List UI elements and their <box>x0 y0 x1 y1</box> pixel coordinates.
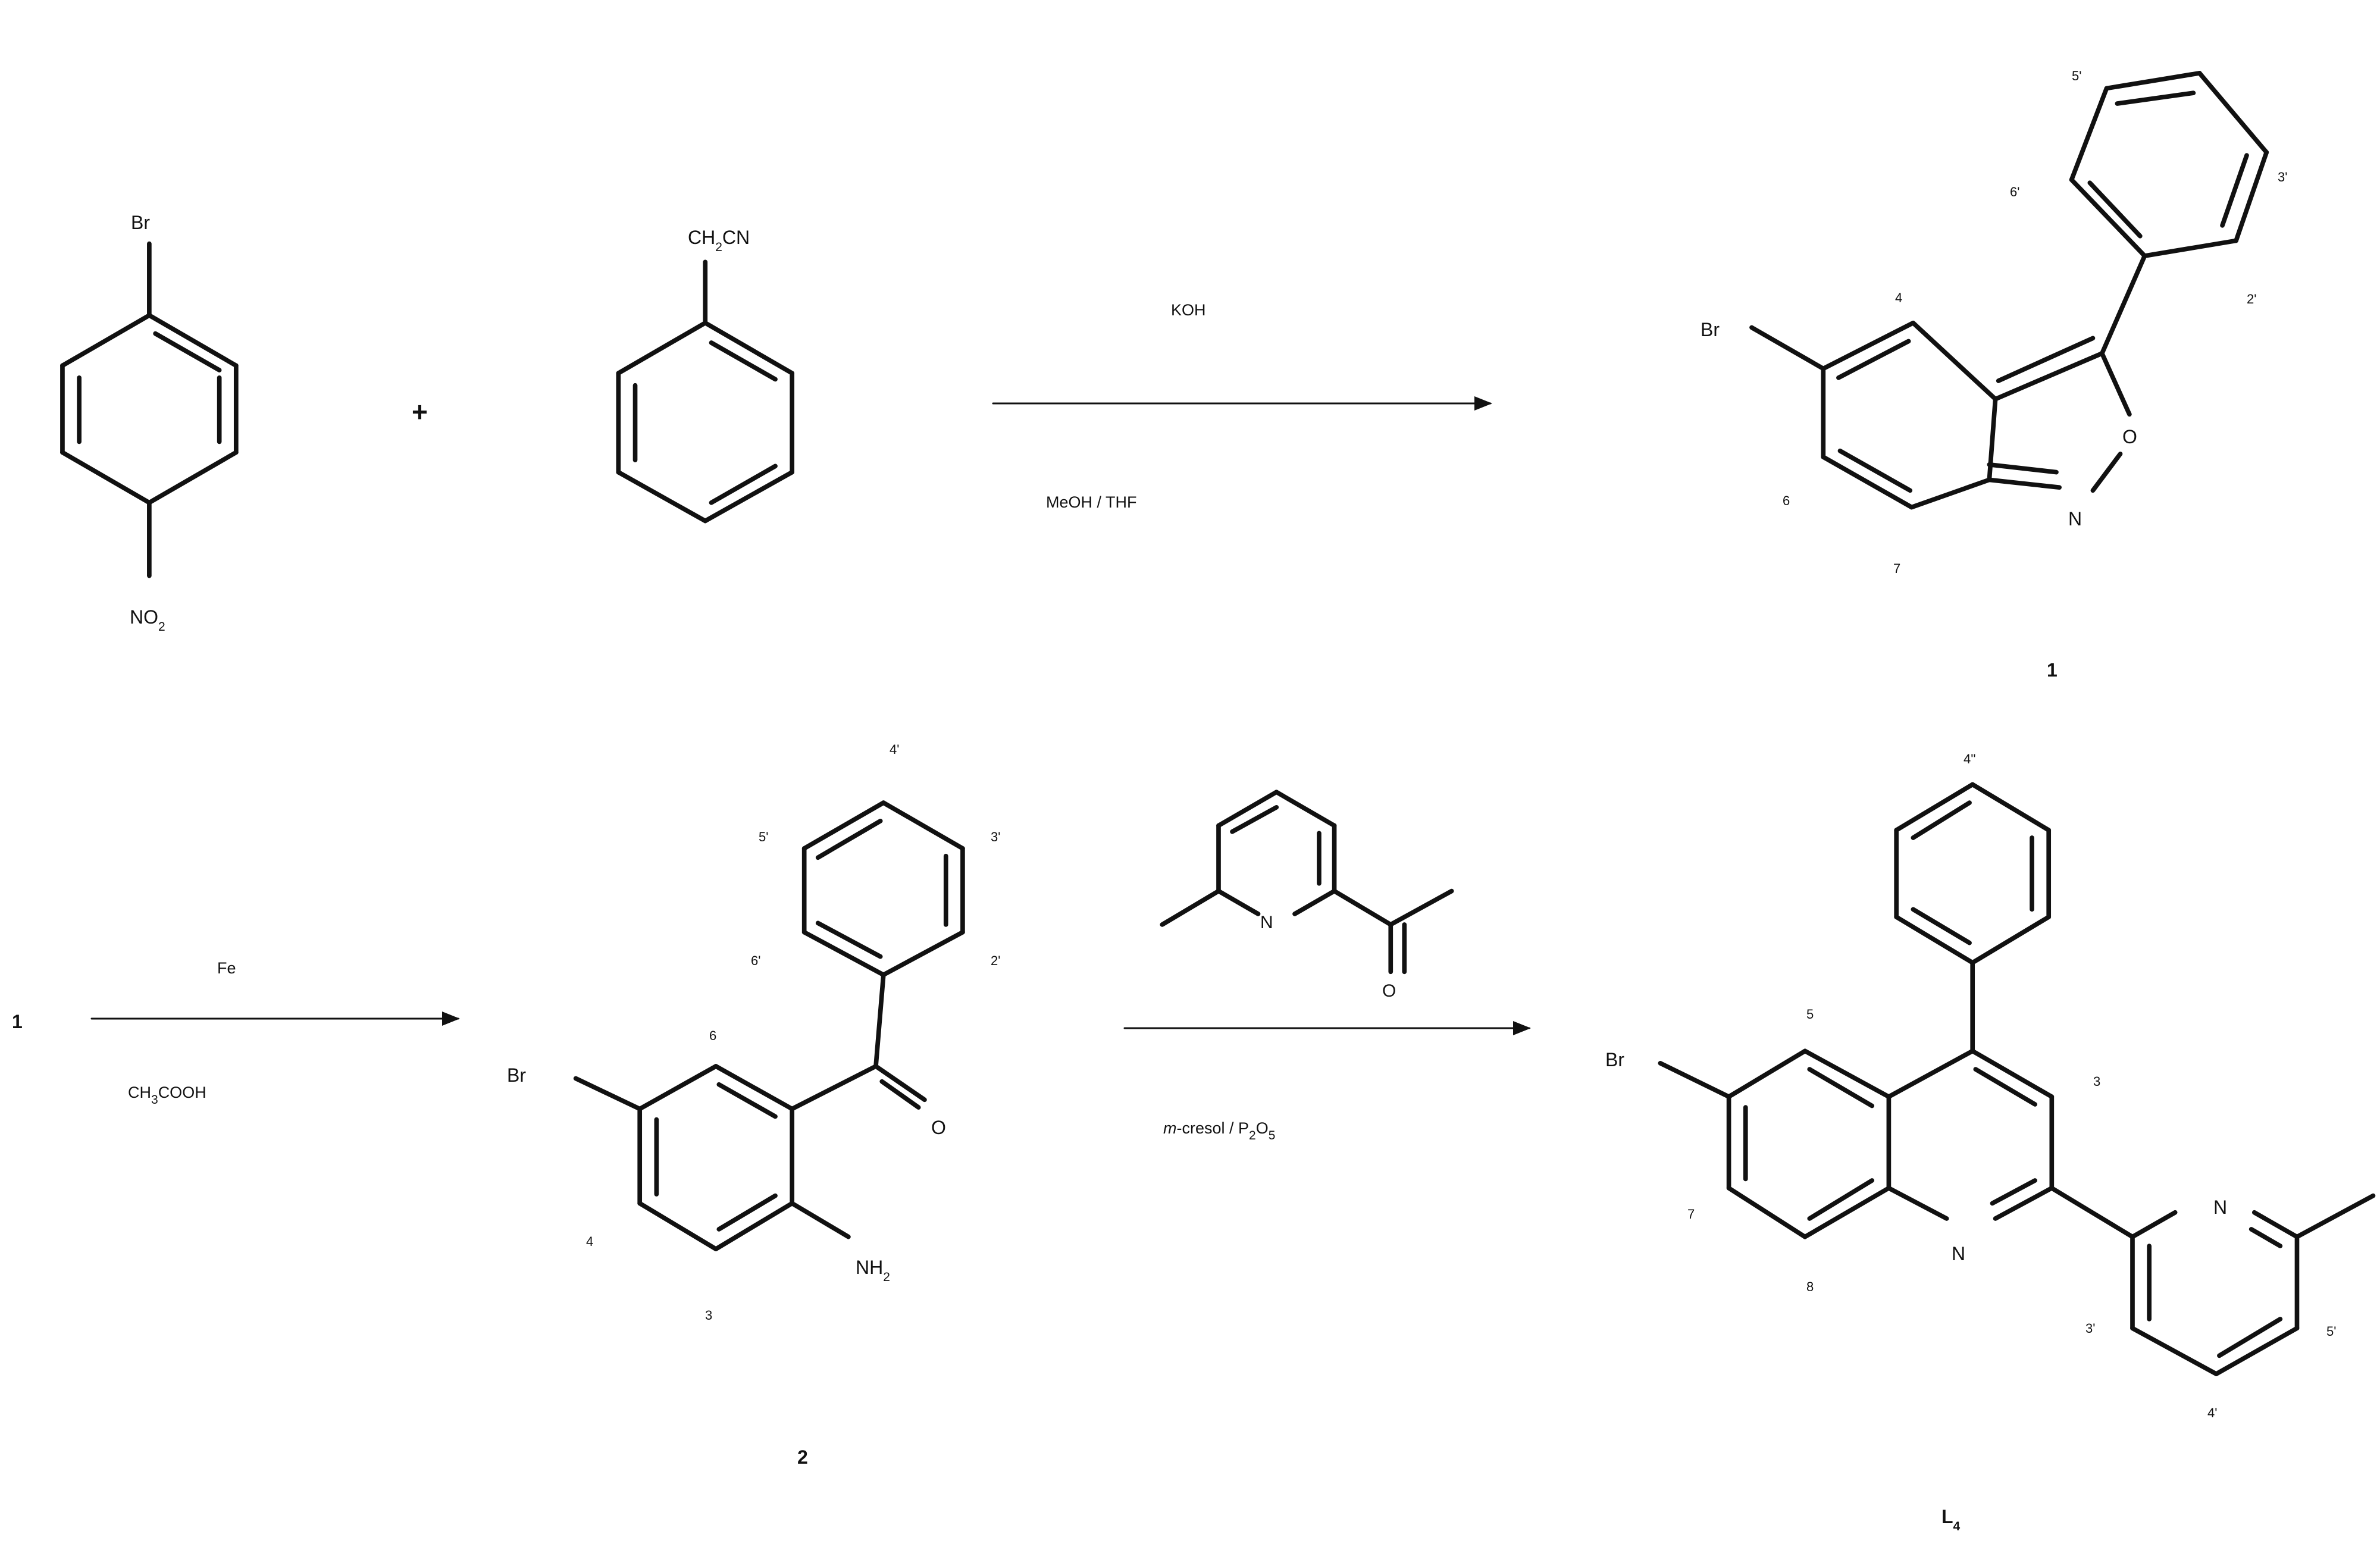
reagent-acetylmethylpyridine <box>1160 790 1454 975</box>
compound-1-pos-6p: 6' <box>2010 184 2019 199</box>
pyridine-reagent-o-label: O <box>1382 981 1396 1001</box>
reactant-a-nitro-label: NO2 <box>130 606 165 634</box>
reactant-b-group-label: CH2CN <box>688 227 750 254</box>
compound-1-n-label: N <box>2068 508 2082 530</box>
compound-1-o-label: O <box>2122 426 2137 447</box>
compound-1-pos-2p: 2' <box>2247 292 2256 306</box>
compound-2-br-label: Br <box>507 1064 526 1086</box>
step3-conditions: m-cresol / P2O5 <box>1163 1119 1275 1142</box>
compound-l4-pos-4pp: 4'' <box>1964 751 1976 766</box>
compound-2-structure <box>573 800 965 1252</box>
compound-l4-pos-8: 8 <box>1806 1279 1814 1294</box>
step1-reagent-below: MeOH / THF <box>1046 493 1137 511</box>
compound-1-structure <box>1749 71 2269 510</box>
step2-reagent-above: Fe <box>217 959 236 977</box>
compound-2-pos-6: 6 <box>709 1028 716 1043</box>
compound-l4-pyridine-n-label: N <box>2213 1197 2227 1218</box>
compound-l4-pos-3p: 3' <box>2085 1321 2095 1336</box>
compound-l4-pos-5: 5 <box>1806 1007 1814 1022</box>
compound-2-pos-2p: 2' <box>991 953 1000 968</box>
step2-reagent-below: CH3COOH <box>128 1083 206 1107</box>
compound-1-label: 1 <box>2047 659 2058 681</box>
compound-l4-pos-7: 7 <box>1687 1207 1695 1222</box>
compound-1-pos-7: 7 <box>1893 561 1900 576</box>
compound-l4-label: L4 <box>1941 1506 1961 1533</box>
compound-1-pos-5p: 5' <box>2072 68 2081 83</box>
compound-2-pos-5p: 5' <box>759 829 768 844</box>
step1-reagent-above: KOH <box>1171 301 1206 319</box>
compound-l4-structure <box>1658 782 2376 1376</box>
reactant-a-br-label: Br <box>131 212 150 233</box>
reactant-benzyl-cyanide <box>616 259 795 524</box>
compound-2-label: 2 <box>797 1446 808 1468</box>
compound-l4-pos-5p: 5' <box>2326 1324 2336 1339</box>
compound-1-br-label: Br <box>1701 319 1720 340</box>
compound-2-nh2-label: NH2 <box>856 1257 890 1284</box>
plus-sign: + <box>412 396 428 427</box>
compound-1-pos-4: 4 <box>1895 290 1902 305</box>
compound-2-pos-4: 4 <box>586 1234 593 1249</box>
compound-l4-quinoline-n-label: N <box>1952 1243 1965 1264</box>
reactant-bromonitrobenzene <box>60 241 239 578</box>
step2-start-label: 1 <box>12 1011 23 1032</box>
compound-l4-pos-3: 3 <box>2093 1074 2100 1089</box>
compound-l4-pos-4p: 4' <box>2207 1405 2217 1420</box>
compound-1-pos-6: 6 <box>1783 493 1790 508</box>
pyridine-reagent-n-label: N <box>1260 913 1273 932</box>
compound-2-pos-3p: 3' <box>991 829 1000 844</box>
compound-2-pos-6p: 6' <box>751 953 760 968</box>
compound-2-pos-4p: 4' <box>890 742 899 757</box>
compound-2-pos-3: 3 <box>705 1308 712 1323</box>
compound-l4-br-label: Br <box>1605 1049 1624 1070</box>
compound-1-pos-3p: 3' <box>2278 170 2287 184</box>
compound-2-o-label: O <box>931 1117 946 1138</box>
